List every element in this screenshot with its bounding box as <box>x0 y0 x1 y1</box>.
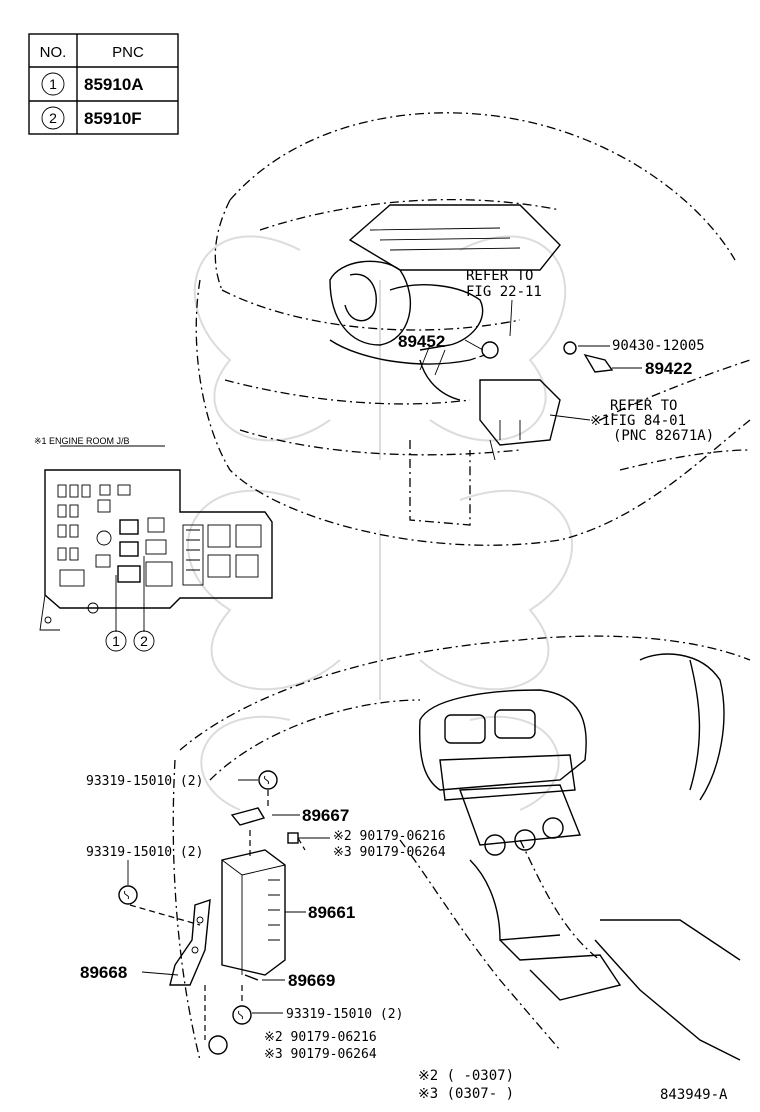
callout-93319-15010-upper: 93319-15010 (2) <box>86 774 203 789</box>
figure-id: 843949-A <box>660 1087 728 1103</box>
callout-89667: 89667 <box>302 806 349 825</box>
table-header-no: NO. <box>40 44 67 61</box>
jb-title: ※1 ENGINE ROOM J/B <box>34 436 130 446</box>
pnc-table: NO. PNC 1 85910A 2 85910F <box>28 33 179 135</box>
dashboard-outline <box>172 635 751 1061</box>
note-2-date-range: ※2 ( -0307) <box>418 1068 514 1084</box>
callout-89452: 89452 <box>398 332 445 351</box>
callout-90179-06264-upper: ※3 90179-06264 <box>333 845 446 860</box>
engine-room-junction-block: 1 2 ※1 ENGINE ROOM J/B <box>34 436 273 652</box>
callout-90430-12005: 90430-12005 <box>612 338 705 354</box>
table-row-1-no: 1 <box>49 76 57 92</box>
callout-refer-fig-22-11-line2: FIG 22-11 <box>466 284 542 300</box>
callout-90179-06264-lower: ※3 90179-06264 <box>264 1047 377 1062</box>
bracket-89668 <box>169 898 211 986</box>
butterfly-watermark-icon <box>187 235 573 811</box>
callout-refer-fig-84-01-line1: REFER TO <box>610 398 677 414</box>
callout-90179-06216-lower: ※2 90179-06216 <box>264 1030 377 1045</box>
table-row-2-no: 2 <box>49 110 57 126</box>
callout-refer-fig-84-01-line2: ※1FIG 84-01 <box>590 413 686 429</box>
dashed-leaders <box>129 354 486 1040</box>
jb-callout-2: 2 <box>140 633 148 649</box>
table-header-pnc: PNC <box>112 44 144 61</box>
callout-89661: 89661 <box>308 903 355 922</box>
callout-93319-15010-lower: 93319-15010 (2) <box>286 1007 403 1022</box>
callout-89669: 89669 <box>288 971 335 990</box>
table-row-1-pnc: 85910A <box>84 75 144 94</box>
callout-90179-06216-upper: ※2 90179-06216 <box>333 829 446 844</box>
vehicle-front-outline <box>195 112 751 546</box>
callout-89422: 89422 <box>645 359 692 378</box>
table-row-2-pnc: 85910F <box>84 109 142 128</box>
engine-assembly <box>329 204 614 461</box>
table-frame <box>28 33 179 135</box>
leader-lines <box>127 299 642 1014</box>
fasteners <box>118 770 299 1055</box>
callout-refer-fig-22-11-line1: REFER TO <box>466 268 533 284</box>
note-3-date-range: ※3 (0307- ) <box>418 1086 514 1102</box>
jb-callout-1: 1 <box>112 633 120 649</box>
callout-89668: 89668 <box>80 963 127 982</box>
callout-93319-15010-left: 93319-15010 (2) <box>86 845 203 860</box>
ecu-module <box>221 849 286 976</box>
callout-refer-fig-84-01-line3: (PNC 82671A) <box>613 428 714 444</box>
